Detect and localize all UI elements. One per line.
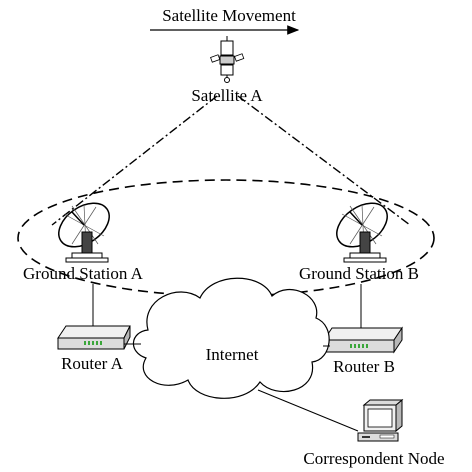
satellite-link-lines — [51, 95, 411, 226]
satellite-a-label: Satellite A — [191, 86, 263, 105]
correspondent-node-label: Correspondent Node — [303, 449, 444, 468]
router-a-icon — [57, 325, 131, 350]
ground-station-a-dish-icon — [58, 202, 110, 263]
router-b-label: Router B — [333, 357, 395, 376]
ground-station-b-dish-icon — [336, 202, 388, 263]
ground-station-b-label: Ground Station B — [299, 264, 419, 283]
satellite-movement-label: Satellite Movement — [162, 6, 296, 25]
link-internet-correspondent — [257, 389, 359, 432]
router-a-label: Router A — [61, 354, 124, 373]
router-b-icon — [323, 326, 403, 354]
internet-label: Internet — [206, 345, 259, 364]
ground-station-a-label: Ground Station A — [23, 264, 144, 283]
satellite-icon — [210, 36, 245, 83]
computer-icon — [357, 398, 404, 442]
internet-cloud — [132, 277, 330, 399]
